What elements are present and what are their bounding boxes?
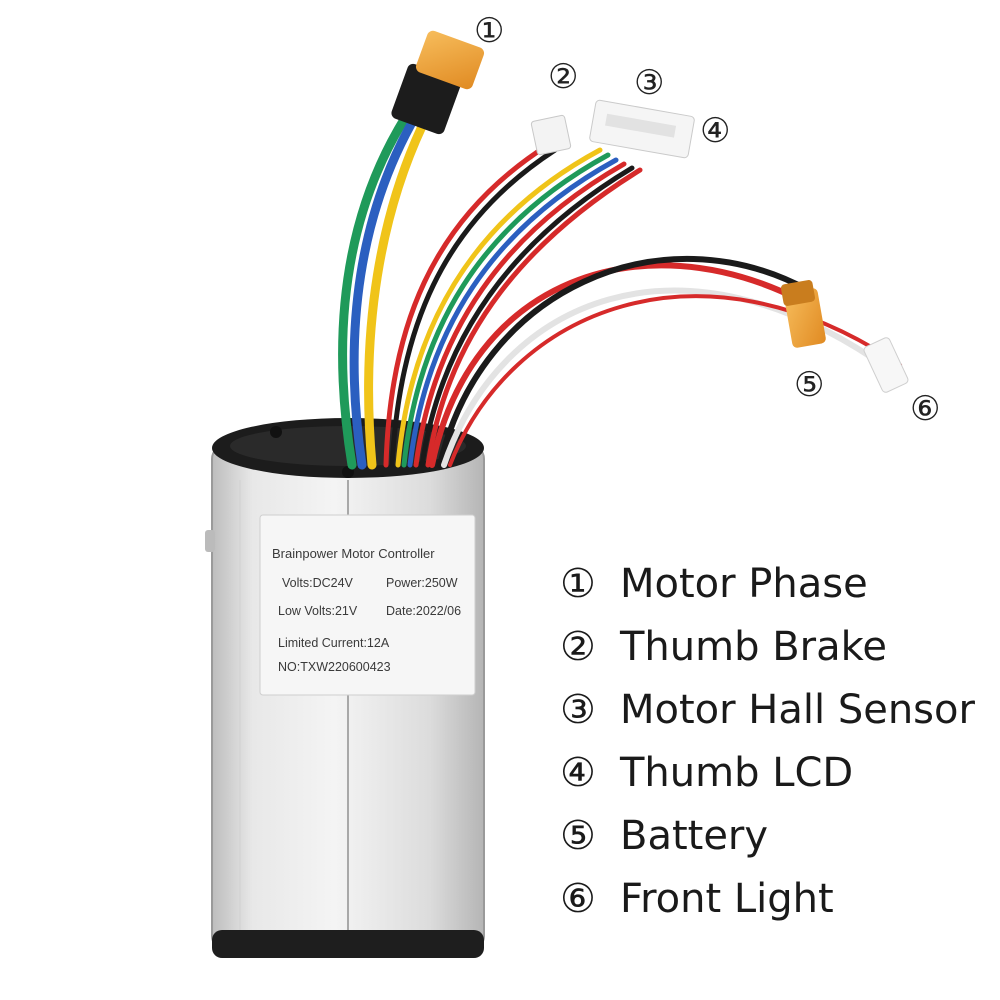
legend-number: ⑥	[560, 875, 596, 922]
legend-item: ① Motor Phase	[560, 552, 990, 615]
legend-item: ⑥ Front Light	[560, 867, 990, 930]
sticker-date: Date:2022/06	[386, 604, 462, 618]
legend-number: ⑤	[560, 812, 596, 859]
callout-4: ④	[700, 111, 731, 151]
hall-lcd-connector	[589, 99, 695, 159]
legend-label: Battery	[620, 812, 769, 859]
legend-number: ②	[560, 623, 596, 670]
wire-bundle	[338, 105, 902, 470]
legend-item: ④ Thumb LCD	[560, 741, 990, 804]
sticker-power: Power:250W	[386, 576, 458, 590]
legend-number: ④	[560, 749, 596, 796]
callout-6: ⑥	[910, 389, 941, 429]
legend: ① Motor Phase ② Thumb Brake ③ Motor Hall…	[560, 552, 990, 930]
callout-2: ②	[548, 57, 579, 97]
product-sticker	[259, 514, 476, 696]
battery-connector	[780, 280, 826, 348]
legend-label: Motor Hall Sensor	[620, 686, 975, 733]
legend-item: ② Thumb Brake	[560, 615, 990, 678]
front-light-connector	[863, 337, 909, 393]
sticker-serial: NO:TXW220600423	[278, 660, 391, 674]
sticker-current: Limited Current:12A	[278, 636, 390, 650]
callout-5: ⑤	[794, 365, 825, 405]
legend-label: Motor Phase	[620, 560, 868, 607]
legend-number: ①	[560, 560, 596, 607]
legend-label: Front Light	[620, 875, 834, 922]
callout-3: ③	[634, 63, 665, 103]
thumb-brake-connector	[530, 114, 572, 156]
legend-label: Thumb LCD	[620, 749, 854, 796]
legend-item: ③ Motor Hall Sensor	[560, 678, 990, 741]
legend-number: ③	[560, 686, 596, 733]
sticker-volts: Volts:DC24V	[282, 576, 353, 590]
legend-label: Thumb Brake	[620, 623, 887, 670]
callout-1: ①	[474, 11, 505, 51]
sticker-low-volts: Low Volts:21V	[278, 604, 358, 618]
sticker-title: Brainpower Motor Controller	[272, 546, 435, 561]
motor-phase-connector	[391, 30, 485, 135]
legend-item: ⑤ Battery	[560, 804, 990, 867]
